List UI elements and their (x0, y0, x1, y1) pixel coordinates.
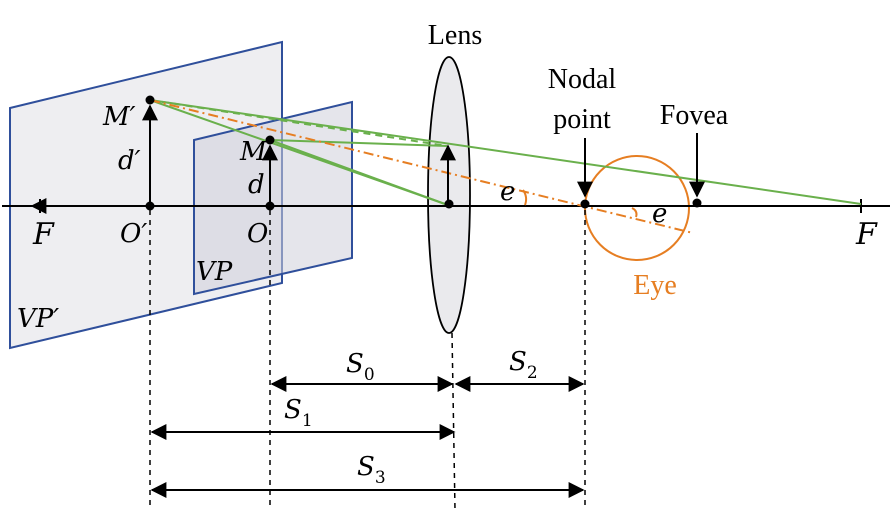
point-O (265, 201, 275, 211)
point-lens-center (444, 199, 454, 209)
point-nodal (580, 199, 590, 209)
angle-arc-eye (631, 207, 638, 218)
label-S3: S3 (357, 452, 386, 488)
point-M (265, 135, 275, 145)
line-of-sight (149, 99, 694, 234)
label-S0: S0 (346, 349, 375, 385)
label-d-prime: d′ (118, 146, 141, 176)
label-VP-prime: VP′ (17, 304, 59, 334)
point-fovea (692, 198, 702, 208)
label-lens: Lens (428, 20, 482, 51)
label-O: O (247, 219, 268, 249)
point-M-prime (145, 95, 155, 105)
label-O-prime: O′ (120, 219, 147, 249)
label-F-right: F (855, 217, 878, 252)
label-nodal-line1: Nodal (548, 64, 617, 95)
label-eye: Eye (633, 270, 677, 301)
guide-lens (451, 332, 456, 511)
ray-Mprime-to-F (149, 99, 862, 205)
label-e-eye: e (652, 199, 667, 229)
ray-Mprime-dashed (149, 99, 448, 147)
point-O-prime (145, 201, 155, 211)
label-M: M (239, 137, 268, 167)
ray-M-to-lens-top (269, 139, 448, 147)
label-nodal-line2: point (553, 104, 611, 135)
ray-M-to-lens-center (269, 139, 446, 205)
label-M-prime: M′ (102, 102, 136, 132)
label-d: d (248, 170, 265, 200)
angle-arc-lens (522, 189, 528, 206)
label-VP: VP (196, 257, 233, 287)
label-F-left: F (32, 217, 55, 252)
label-S1: S1 (284, 395, 313, 431)
virtual-plane-vp (193, 100, 353, 296)
label-fovea: Fovea (660, 100, 729, 131)
label-e-lens: e (500, 177, 515, 207)
label-S2: S2 (509, 347, 538, 383)
